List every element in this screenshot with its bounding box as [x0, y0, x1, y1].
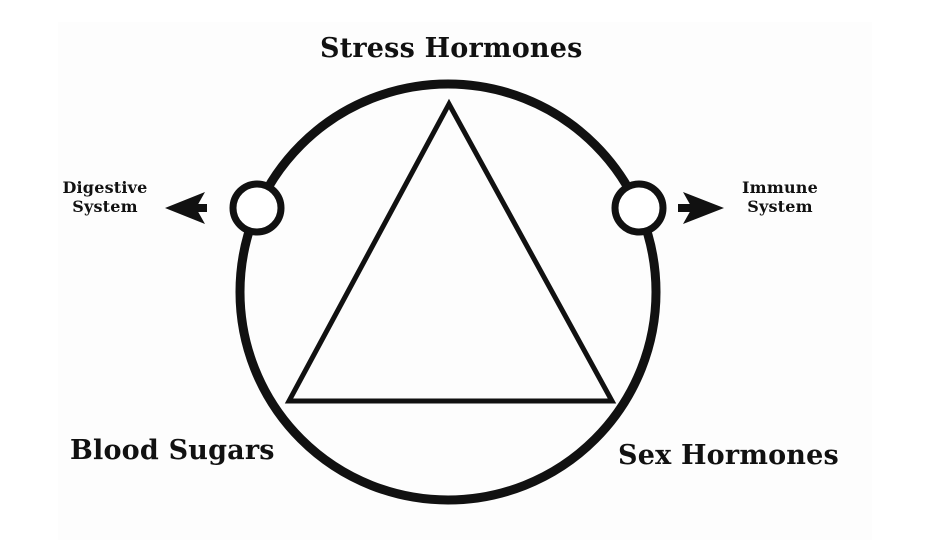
immune-system-label: Immune System — [730, 178, 830, 216]
immune-line2: System — [747, 197, 813, 216]
stress-hormones-label: Stress Hormones — [320, 33, 583, 64]
immune-line1: Immune — [742, 178, 818, 197]
sex-hormones-label: Sex Hormones — [618, 440, 839, 471]
outer-circle — [235, 79, 661, 505]
blood-sugars-label: Blood Sugars — [70, 435, 275, 466]
right-node-circle — [611, 180, 667, 236]
digestive-system-label: Digestive System — [50, 178, 160, 216]
diagram-background — [58, 22, 872, 540]
digestive-line1: Digestive — [62, 178, 148, 197]
inner-triangle — [284, 98, 617, 404]
left-node-circle — [229, 180, 285, 236]
left-arrow-icon — [165, 192, 207, 224]
right-arrow-icon — [678, 192, 724, 224]
digestive-line2: System — [72, 197, 138, 216]
